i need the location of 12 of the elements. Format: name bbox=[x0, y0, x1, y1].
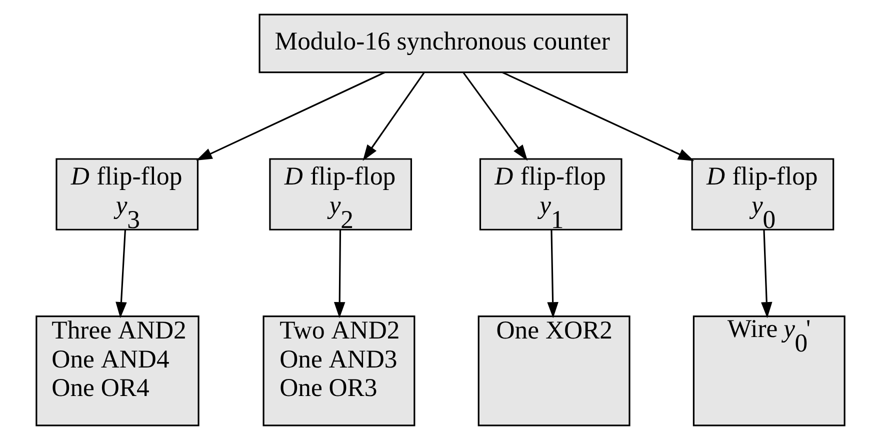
arrow bbox=[196, 72, 384, 161]
arrow bbox=[546, 230, 558, 318]
arrow bbox=[115, 230, 126, 318]
arrow bbox=[333, 230, 345, 318]
arrow bbox=[760, 230, 772, 318]
node-box: Three AND2 One AND4 One OR4 bbox=[35, 316, 199, 426]
arrow bbox=[502, 72, 694, 162]
arrow bbox=[362, 72, 424, 161]
node-box: One XOR2 bbox=[477, 316, 630, 426]
node-box: Two AND2 One AND3 One OR3 bbox=[262, 316, 415, 426]
node-box: Modulo-16 synchronous counter bbox=[258, 14, 628, 74]
arrow bbox=[462, 72, 528, 161]
